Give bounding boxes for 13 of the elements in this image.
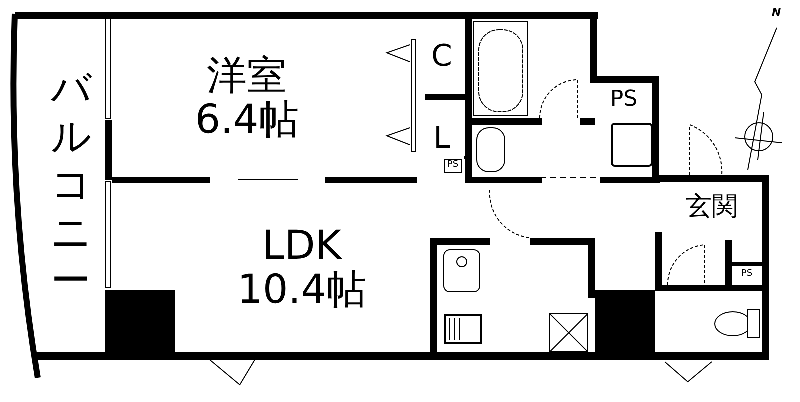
room-label: PS [741, 270, 753, 280]
room-label: C [432, 40, 452, 72]
room-label: PS [447, 161, 459, 171]
room-label: L [434, 122, 450, 154]
north-label: N [772, 6, 782, 19]
room-label: LDK [262, 224, 342, 268]
room-label: 10.4帖 [237, 268, 367, 312]
room-label: 6.4帖 [195, 98, 299, 142]
room-label: 玄関 [686, 192, 738, 222]
room-area [444, 159, 462, 173]
room-label: PS [610, 88, 638, 112]
room-label: 洋室 [207, 54, 287, 98]
room-label: バルコニー [51, 65, 91, 305]
